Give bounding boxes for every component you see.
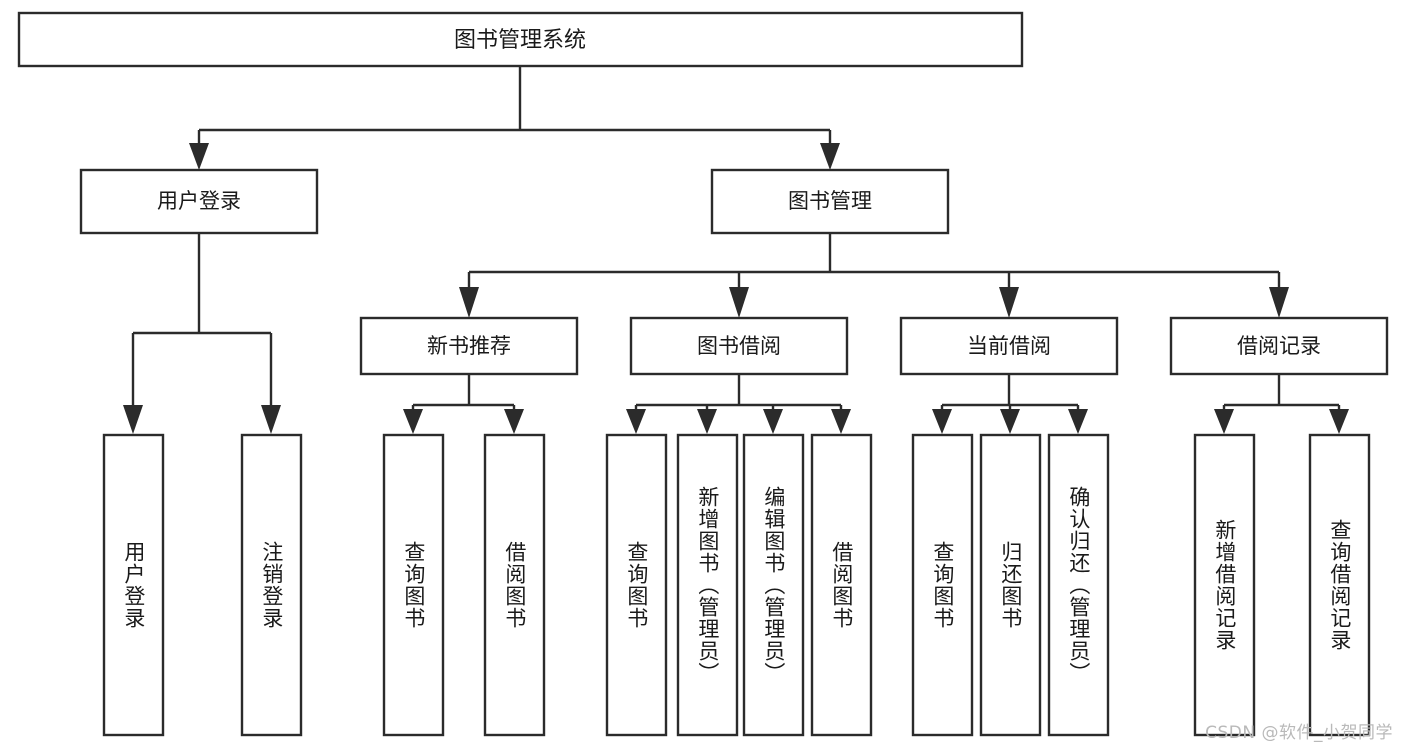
node-leaf-query-record[interactable] bbox=[1308, 433, 1371, 737]
connectors-group bbox=[123, 66, 1349, 434]
node-leaf-query-book-3[interactable] bbox=[911, 433, 974, 737]
node-book-manage-box[interactable] bbox=[710, 168, 950, 235]
node-leaf-return-book[interactable] bbox=[979, 433, 1042, 737]
node-leaf-edit-book[interactable] bbox=[742, 433, 805, 737]
node-leaf-query-book-2-box[interactable] bbox=[605, 433, 668, 737]
node-root-box[interactable] bbox=[17, 11, 1024, 68]
node-leaf-return-book-box[interactable] bbox=[979, 433, 1042, 737]
node-leaf-edit-book-box[interactable] bbox=[742, 433, 805, 737]
node-book-borrow-label: 图书借阅 bbox=[697, 334, 781, 358]
node-leaf-logout-login[interactable] bbox=[240, 433, 303, 737]
node-book-borrow[interactable]: 图书借阅 bbox=[629, 316, 849, 376]
node-leaf-confirm-return-box[interactable] bbox=[1047, 433, 1110, 737]
node-new-book-recommend-label: 新书推荐 bbox=[427, 334, 511, 358]
arrow-leaf-query-book-2 bbox=[626, 409, 646, 434]
arrow-current-borrow bbox=[999, 287, 1019, 318]
arrow-leaf-user-login bbox=[123, 405, 143, 434]
arrow-leaf-add-book bbox=[697, 409, 717, 434]
node-book-manage[interactable]: 图书管理 bbox=[710, 168, 950, 235]
node-new-book-recommend-box[interactable] bbox=[359, 316, 579, 376]
arrow-leaf-return-book bbox=[1000, 409, 1020, 434]
node-leaf-add-book-box[interactable] bbox=[676, 433, 739, 737]
arrow-leaf-query-book-1 bbox=[403, 409, 423, 434]
node-user-login[interactable]: 用户登录 bbox=[79, 168, 319, 235]
arrow-user-login bbox=[189, 143, 209, 170]
arrow-leaf-borrow-book-2 bbox=[831, 409, 851, 434]
node-root[interactable]: 图书管理系统 bbox=[17, 11, 1024, 68]
node-leaf-borrow-book-1[interactable] bbox=[483, 433, 546, 737]
arrow-leaf-edit-book bbox=[763, 409, 783, 434]
node-leaf-borrow-book-2-box[interactable] bbox=[810, 433, 873, 737]
node-leaf-add-book[interactable] bbox=[676, 433, 739, 737]
node-leaf-query-record-box[interactable] bbox=[1308, 433, 1371, 737]
node-borrow-record[interactable]: 借阅记录 bbox=[1169, 316, 1389, 376]
node-leaf-confirm-return[interactable] bbox=[1047, 433, 1110, 737]
node-book-borrow-box[interactable] bbox=[629, 316, 849, 376]
node-leaf-query-book-1[interactable] bbox=[382, 433, 445, 737]
node-leaf-add-record-box[interactable] bbox=[1193, 433, 1256, 737]
node-leaf-logout-login-box[interactable] bbox=[240, 433, 303, 737]
node-leaf-query-book-3-box[interactable] bbox=[911, 433, 974, 737]
node-borrow-record-label: 借阅记录 bbox=[1237, 334, 1321, 358]
arrow-leaf-query-book-3 bbox=[932, 409, 952, 434]
arrow-leaf-logout-login bbox=[261, 405, 281, 434]
node-user-login-box[interactable] bbox=[79, 168, 319, 235]
arrow-new-book-recommend bbox=[459, 287, 479, 318]
arrow-leaf-add-record bbox=[1214, 409, 1234, 434]
arrow-leaf-borrow-book-1 bbox=[504, 409, 524, 434]
node-leaf-user-login-box[interactable] bbox=[102, 433, 165, 737]
node-leaf-borrow-book-1-box[interactable] bbox=[483, 433, 546, 737]
arrow-book-manage bbox=[820, 143, 840, 170]
arrow-leaf-query-record bbox=[1329, 409, 1349, 434]
node-current-borrow-label: 当前借阅 bbox=[967, 334, 1051, 358]
node-leaf-user-login[interactable] bbox=[102, 433, 165, 737]
node-new-book-recommend[interactable]: 新书推荐 bbox=[359, 316, 579, 376]
node-current-borrow-box[interactable] bbox=[899, 316, 1119, 376]
node-current-borrow[interactable]: 当前借阅 bbox=[899, 316, 1119, 376]
node-leaf-add-record[interactable] bbox=[1193, 433, 1256, 737]
arrow-book-borrow bbox=[729, 287, 749, 318]
node-leaf-query-book-2[interactable] bbox=[605, 433, 668, 737]
node-user-login-label: 用户登录 bbox=[157, 189, 241, 213]
node-leaf-borrow-book-2[interactable] bbox=[810, 433, 873, 737]
node-book-manage-label: 图书管理 bbox=[788, 189, 872, 213]
arrow-borrow-record bbox=[1269, 287, 1289, 318]
arrow-leaf-confirm-return bbox=[1068, 409, 1088, 434]
node-leaf-query-book-1-box[interactable] bbox=[382, 433, 445, 737]
node-borrow-record-box[interactable] bbox=[1169, 316, 1389, 376]
node-root-label: 图书管理系统 bbox=[454, 28, 586, 53]
csdn-watermark: CSDN @软件_小贺同学 bbox=[1205, 723, 1393, 743]
